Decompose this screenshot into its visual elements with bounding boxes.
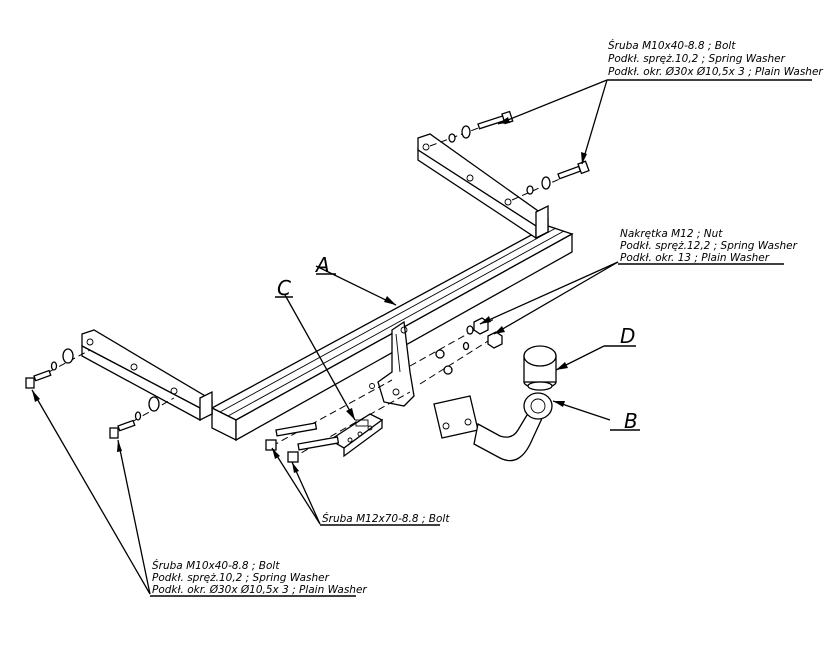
ball-cap	[523, 345, 557, 391]
callout-top-right-line-1: Śruba M10x40-8.8 ; Bolt	[608, 39, 736, 52]
right-side-bracket	[417, 133, 549, 240]
callout-top-right-line-3: Podkł. okr. Ø30x Ø10,5x 3 ; Plain Washer	[608, 66, 823, 78]
callout-nut-line-1: Nakrętka M12 ; Nut	[620, 228, 723, 240]
ball-neck	[433, 392, 553, 462]
callout-bottom-left-line-2: Podkł. spręż.10,2 ; Spring Washer	[152, 572, 330, 584]
center-mount-plate	[369, 320, 415, 407]
fasteners-left	[25, 348, 175, 439]
callout-nut-line-2: Podkł. spręż.12,2 ; Spring Washer	[620, 240, 798, 252]
label-a: A	[314, 253, 330, 277]
socket-plate	[328, 413, 384, 458]
fasteners-top-right	[429, 110, 590, 201]
callout-bottom-left-line-1: Śruba M10x40-8.8 ; Bolt	[152, 559, 280, 572]
callout-top-right-line-2: Podkł. spręż.10,2 ; Spring Washer	[608, 53, 786, 65]
label-c: C	[277, 276, 291, 300]
label-d: D	[620, 324, 635, 348]
label-b: B	[624, 409, 638, 433]
callout-bottom-left-line-3: Podkł. okr. Ø30x Ø10,5x 3 ; Plain Washer	[152, 584, 367, 596]
callout-nut-line-3: Podkł. okr. 13 ; Plain Washer	[620, 252, 770, 264]
fasteners-center	[265, 317, 503, 463]
leader-lines	[31, 79, 619, 595]
callout-center-bolt: Śruba M12x70-8.8 ; Bolt	[322, 512, 450, 525]
left-side-bracket	[81, 329, 213, 422]
